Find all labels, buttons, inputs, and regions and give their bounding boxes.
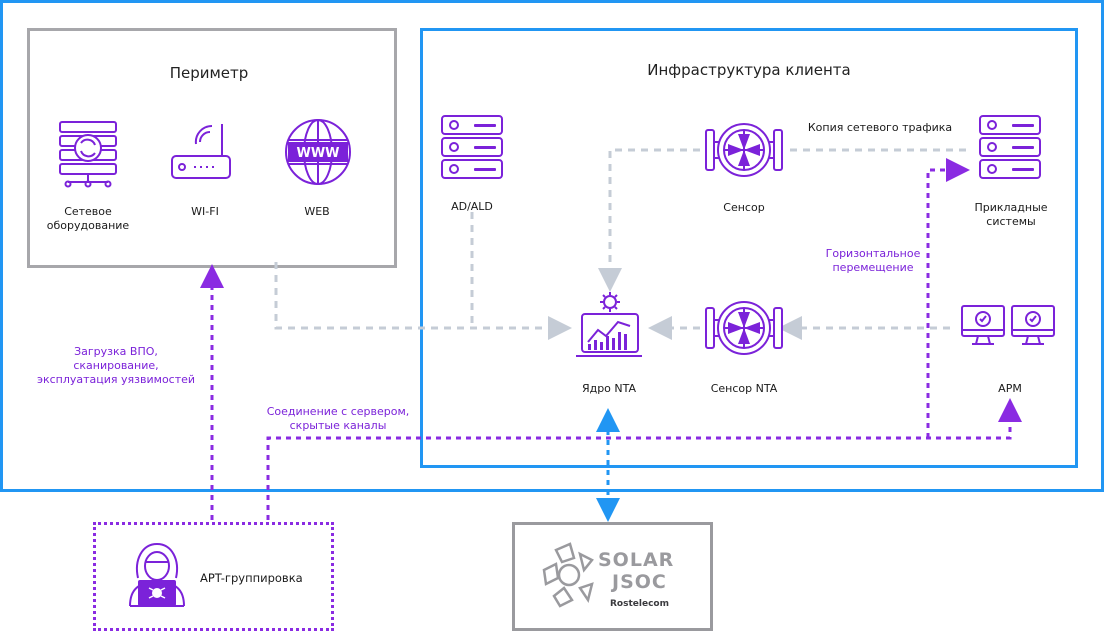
jsoc-text: JSOC [612,571,667,593]
rostelecom-text: Rostelecom [610,599,669,609]
application-systems-server-icon [979,115,1041,179]
solar-jsoc-logo-icon [542,542,594,608]
apt-group-label: APT-группировка [200,571,303,585]
ad-server-icon [441,115,503,179]
c2-channels-label: Соединение с сервером, скрытые каналы [266,405,410,432]
sensor-nta-icon [705,301,783,355]
infrastructure-title: Инфраструктура клиента [647,61,851,79]
perimeter-title: Периметр [169,64,249,82]
sensor-icon [705,123,783,177]
ad-label: AD/ALD [451,200,493,213]
line-apt-c2 [266,398,1022,520]
svg-text:WWW: WWW [296,146,339,161]
sensor-label: Сенсор [723,201,765,214]
network-equipment-label: Сетевое оборудование [46,205,130,232]
exploitation-label: Загрузка ВПО, сканирование, эксплуатация… [36,345,196,386]
nta-core-label: Ядро NTA [581,382,637,395]
nta-core-icon [576,292,642,357]
wifi-label: WI-FI [191,205,219,218]
line-perimeter-to-core [274,262,572,340]
network-equipment-icon [59,121,117,188]
application-systems-label: Прикладные системы [974,201,1048,228]
workstations-icon [961,305,1055,345]
sensor-nta-label: Сенсор NTA [710,382,778,395]
solar-text: SOLAR [598,549,675,571]
traffic-copy-label: Копия сетевого трафика [807,121,953,134]
line-sensor-to-core [598,148,700,292]
hacker-icon [129,542,185,607]
arm-label: АРМ [998,382,1022,395]
outer-frame [0,0,1104,492]
web-globe-icon: WWW [285,119,351,185]
client-infrastructure-zone [420,28,1078,468]
line-lateral-movement [926,158,970,438]
web-label: WEB [304,205,330,218]
wifi-router-icon [171,124,231,179]
lateral-movement-label: Горизонтальное перемещение [825,247,921,274]
